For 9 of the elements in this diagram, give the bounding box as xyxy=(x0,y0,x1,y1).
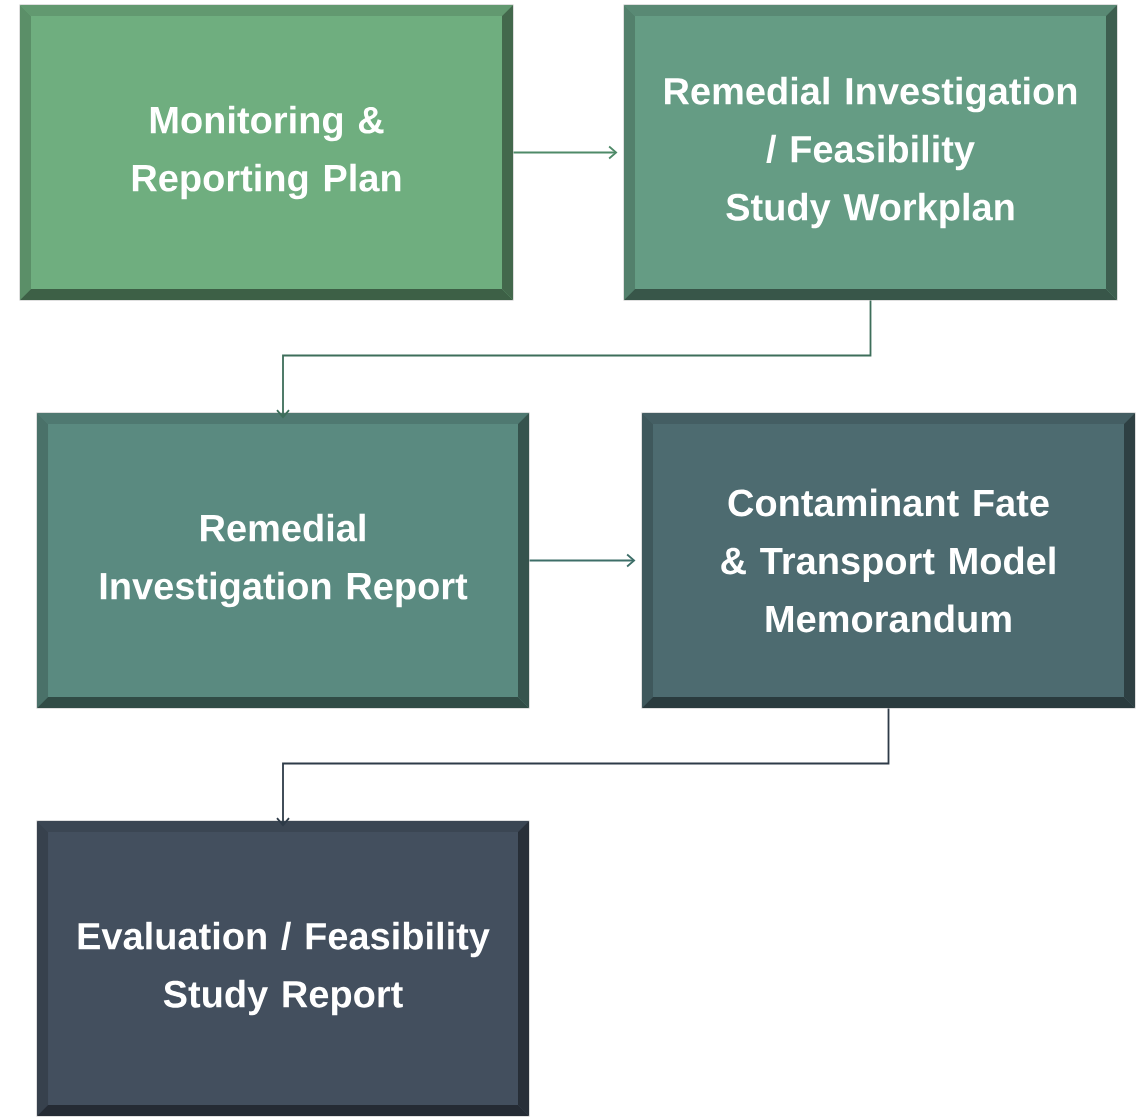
arrow xyxy=(276,707,890,827)
process-box: Contaminant Fate & Transport Model Memorandum xyxy=(641,412,1136,709)
process-box: Evaluation / Feasibility Study Report xyxy=(36,820,530,1117)
process-box: Monitoring & Reporting Plan xyxy=(19,4,514,301)
process-box: Remedial Investigation / Feasibility Study Workplan xyxy=(623,4,1118,301)
arrow xyxy=(276,299,872,419)
arrow xyxy=(528,553,636,568)
process-box: Remedial Investigation Report xyxy=(36,412,530,709)
arrow xyxy=(512,145,618,160)
